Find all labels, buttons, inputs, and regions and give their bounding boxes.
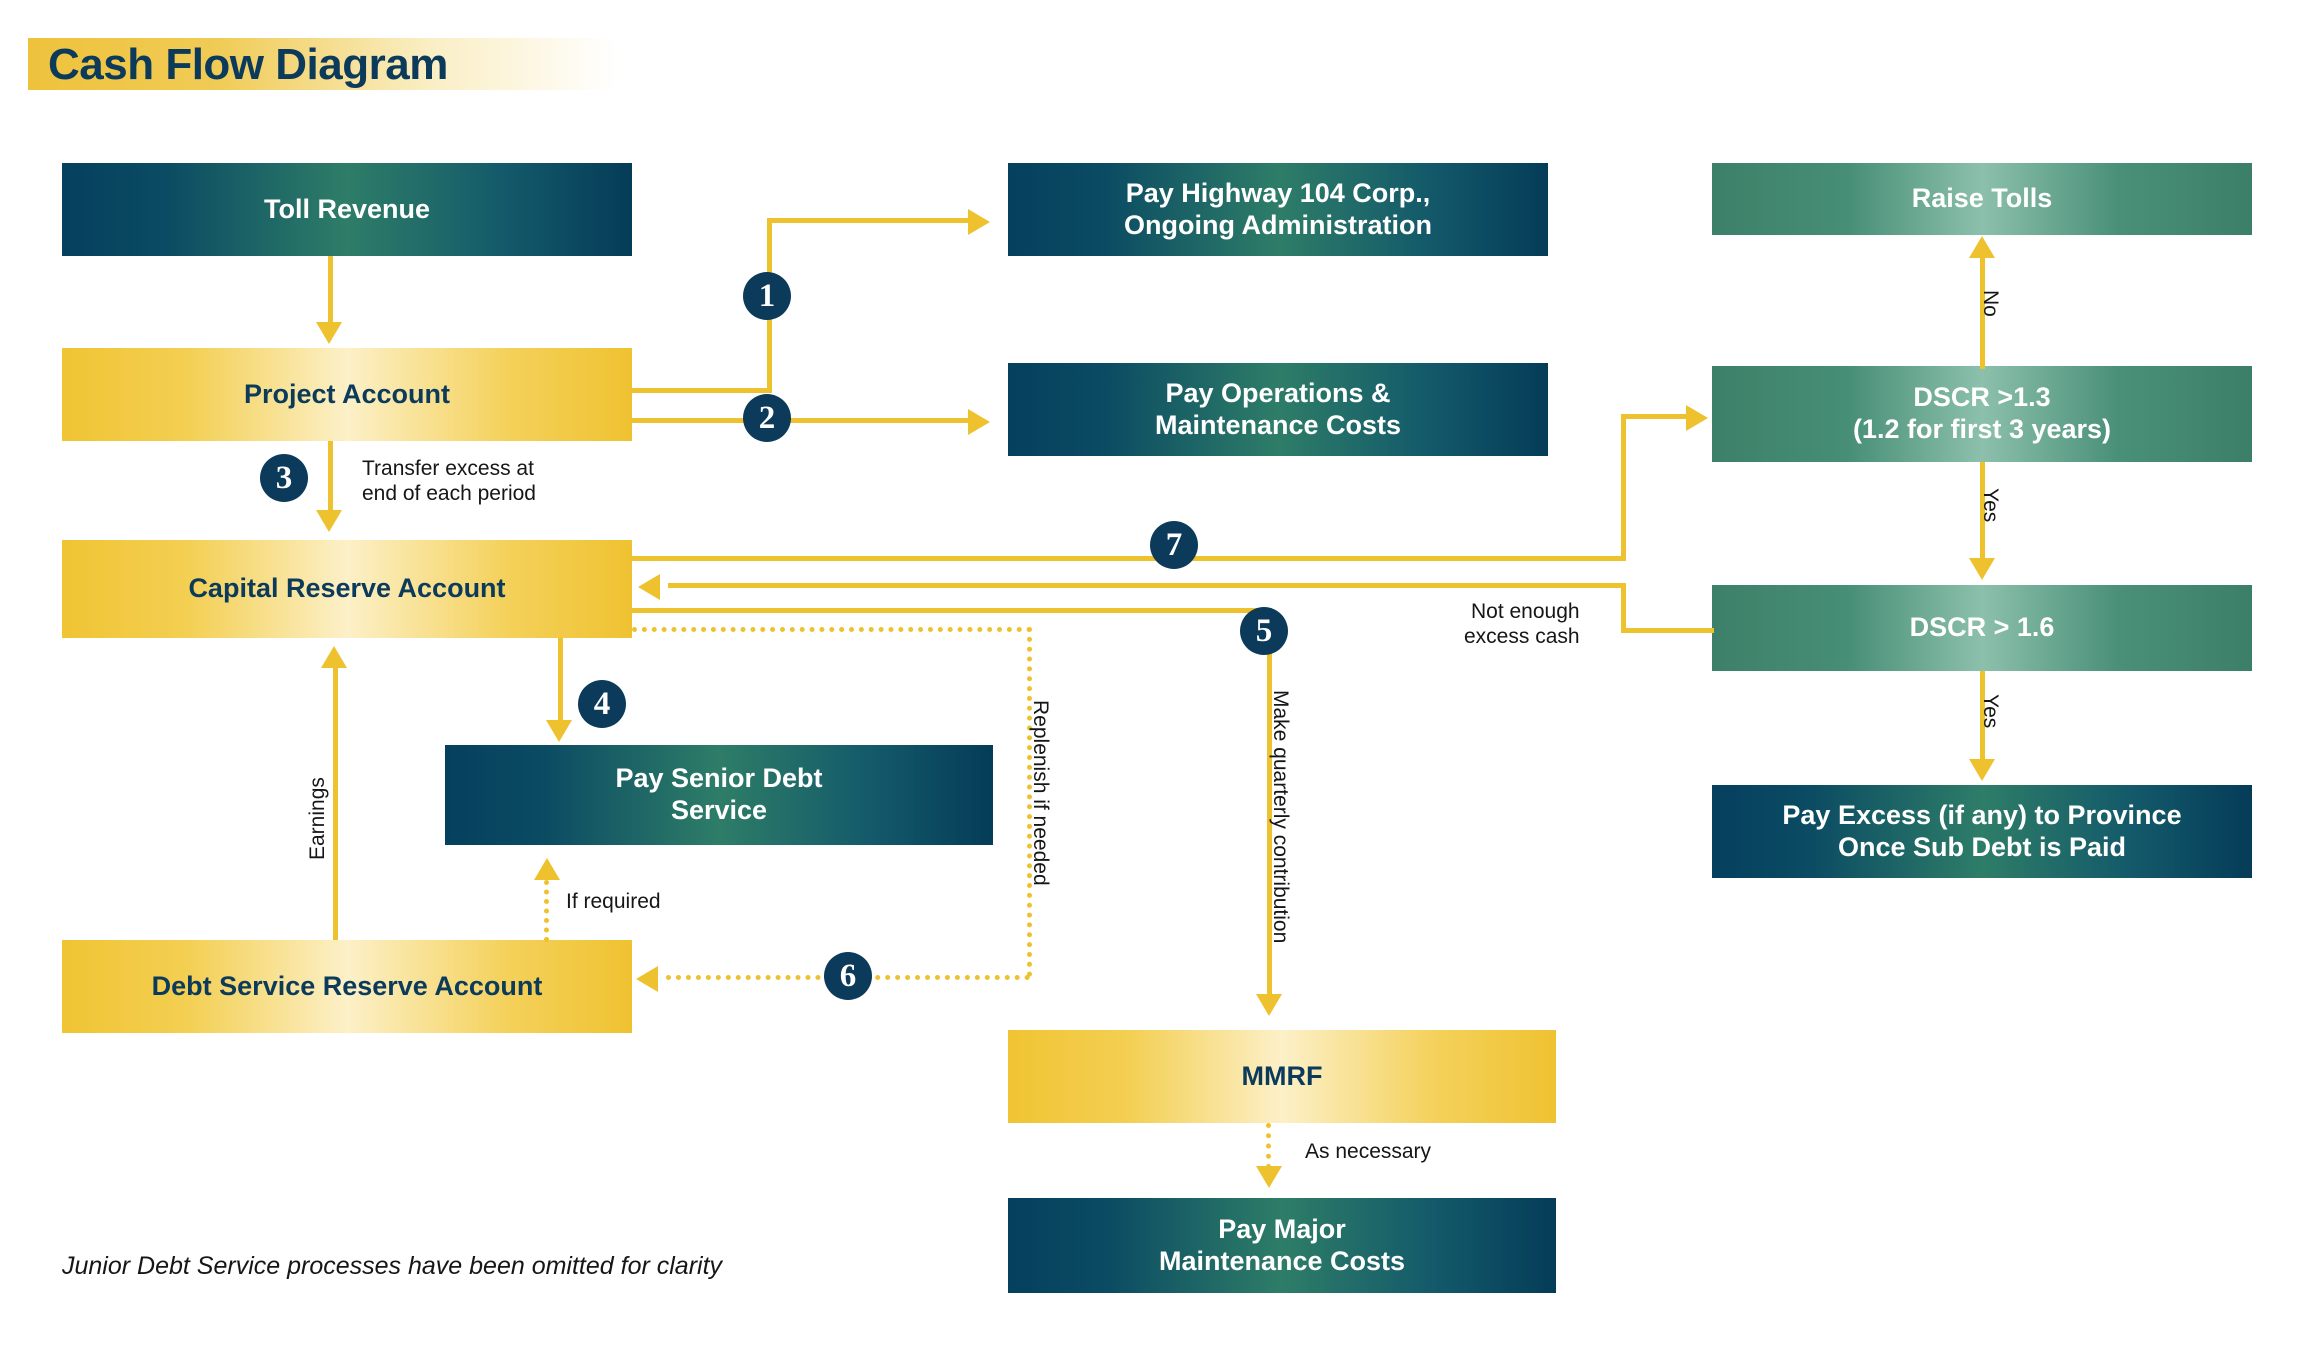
arrowhead-up (534, 858, 560, 880)
step-marker-7: 7 (1150, 521, 1198, 569)
arrowhead-up (321, 646, 347, 668)
step-marker-label: 4 (593, 685, 611, 722)
footnote: Junior Debt Service processes have been … (62, 1252, 723, 1280)
node-label: Pay Senior Debt Service (615, 763, 823, 825)
step-marker-label: 7 (1165, 526, 1183, 563)
arrowhead-down (316, 322, 342, 344)
connector-notenough-h-left (668, 583, 1624, 588)
connector-5-h (632, 608, 1272, 613)
node-mmrf[interactable]: MMRF (1008, 1030, 1556, 1123)
step-marker-3: 3 (260, 454, 308, 502)
connector-as-necessary-v (1266, 1123, 1271, 1169)
annotation-not-enough-excess-cash: Not enough excess cash (1464, 600, 1580, 648)
title-banner (28, 38, 618, 90)
connector-4-v (558, 638, 563, 722)
connector-yes1-v (1980, 462, 1985, 562)
step-marker-6: 6 (824, 952, 872, 1000)
node-dscr-16[interactable]: DSCR > 1.6 (1712, 585, 2252, 671)
annotation-transfer-excess: Transfer excess at end of each period (362, 457, 536, 505)
connector-if-required-v (544, 880, 549, 942)
node-pay-operations[interactable]: Pay Operations & Maintenance Costs (1008, 363, 1548, 456)
annotation-if-required: If required (566, 890, 661, 913)
arrowhead-left (636, 966, 658, 992)
node-label: Pay Excess (if any) to Province Once Sub… (1782, 799, 2182, 862)
arrowhead-down (1969, 759, 1995, 781)
annotation-replenish-if-needed: Replenish if needed (1029, 700, 1052, 886)
annotation-yes-1: Yes (1979, 488, 2002, 523)
connector-5-v (1267, 608, 1272, 998)
connector-earnings-v (333, 668, 338, 940)
connector-6-h-top (632, 627, 1032, 632)
node-label: DSCR >1.3 (1.2 for first 3 years) (1852, 382, 2112, 444)
node-toll-revenue[interactable]: Toll Revenue (62, 163, 632, 256)
annotation-make-quarterly-contribution: Make quarterly contribution (1269, 690, 1292, 944)
node-debt-service-reserve-account[interactable]: Debt Service Reserve Account (62, 940, 632, 1033)
connector-notenough-v (1621, 583, 1626, 633)
step-marker-label: 1 (758, 277, 776, 314)
arrowhead-down (1256, 994, 1282, 1016)
connector-6-v (1027, 627, 1032, 977)
node-label: Pay Highway 104 Corp., Ongoing Administr… (1124, 177, 1432, 240)
step-marker-2: 2 (743, 394, 791, 442)
connector-7-h-lower (632, 556, 1626, 561)
arrowhead-right (968, 209, 990, 235)
annotation-no: No (1979, 290, 2002, 317)
node-pay-excess-province[interactable]: Pay Excess (if any) to Province Once Sub… (1712, 785, 2252, 878)
arrowhead-up (1969, 236, 1995, 258)
arrowhead-down (1256, 1166, 1282, 1188)
node-label: Toll Revenue (263, 193, 431, 224)
step-marker-label: 2 (758, 399, 776, 436)
node-label: MMRF (1241, 1060, 1323, 1091)
page-title: Cash Flow Diagram (48, 40, 448, 89)
connector-1-h2 (767, 218, 972, 223)
step-marker-1: 1 (743, 272, 791, 320)
node-project-account[interactable]: Project Account (62, 348, 632, 441)
node-capital-reserve-account[interactable]: Capital Reserve Account (62, 540, 632, 638)
step-marker-5: 5 (1240, 607, 1288, 655)
arrowhead-down (546, 720, 572, 742)
connector-7-h-upper (1621, 414, 1689, 419)
connector-no-v (1980, 257, 1985, 369)
node-label: DSCR > 1.6 (1909, 612, 2055, 643)
step-marker-label: 6 (839, 957, 857, 994)
annotation-yes-2: Yes (1979, 694, 2002, 729)
step-marker-4: 4 (578, 680, 626, 728)
node-label: Pay Major Maintenance Costs (1158, 1213, 1406, 1276)
connector-yes2-v (1980, 671, 1985, 763)
connector-1-h1 (632, 388, 772, 393)
node-pay-major-maintenance[interactable]: Pay Major Maintenance Costs (1008, 1198, 1556, 1293)
node-pay-highway-104[interactable]: Pay Highway 104 Corp., Ongoing Administr… (1008, 163, 1548, 256)
arrowhead-left (638, 574, 660, 600)
arrowhead-down (316, 510, 342, 532)
node-label: Raise Tolls (1911, 183, 2053, 214)
arrowhead-right (1686, 405, 1708, 431)
node-raise-tolls[interactable]: Raise Tolls (1712, 163, 2252, 235)
annotation-as-necessary: As necessary (1305, 1140, 1432, 1163)
connector-toll-to-project (328, 256, 333, 326)
node-label: Capital Reserve Account (188, 573, 506, 604)
connector-2-h (632, 418, 972, 423)
annotation-earnings: Earnings (306, 777, 329, 860)
connector-7-v (1621, 414, 1626, 561)
arrowhead-right (968, 409, 990, 435)
node-pay-senior-debt-service[interactable]: Pay Senior Debt Service (445, 745, 993, 845)
step-marker-label: 5 (1255, 612, 1273, 649)
node-label: Debt Service Reserve Account (151, 970, 543, 1001)
step-marker-label: 3 (275, 459, 293, 496)
node-dscr-13[interactable]: DSCR >1.3 (1.2 for first 3 years) (1712, 366, 2252, 462)
node-label: Project Account (243, 378, 451, 409)
arrowhead-down (1969, 558, 1995, 580)
connector-notenough-h-right (1626, 628, 1714, 633)
connector-3-v (328, 441, 333, 513)
node-label: Pay Operations & Maintenance Costs (1154, 377, 1402, 440)
